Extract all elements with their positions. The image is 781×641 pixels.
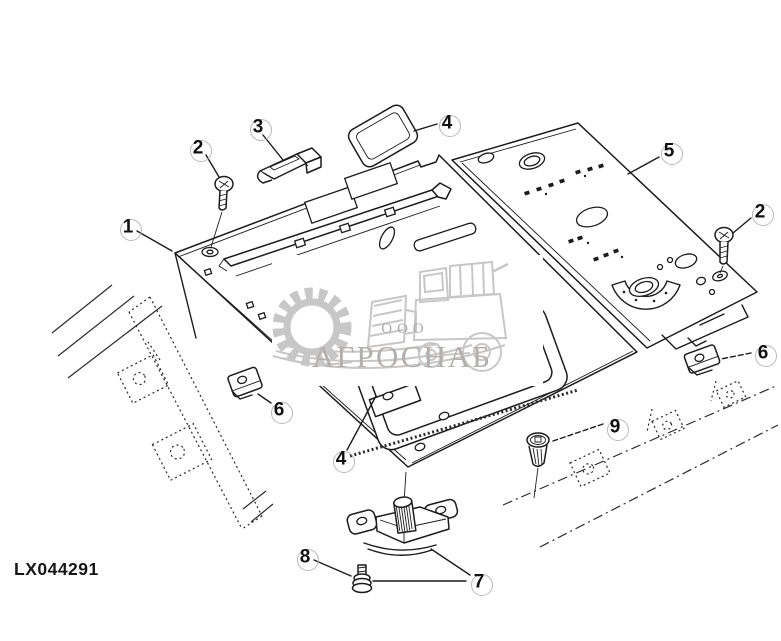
watermark-org-prefix: ООО — [381, 321, 429, 337]
callout-6-right: 6 — [755, 343, 777, 367]
arc-ticks — [622, 290, 668, 303]
clip-nut-left — [227, 366, 263, 400]
svg-text:4: 4 — [442, 113, 453, 134]
svg-text:6: 6 — [758, 343, 769, 364]
combine-harvester-icon — [366, 260, 509, 372]
svg-text:5: 5 — [664, 141, 675, 162]
watermark-org-name: АГРОСНАБ — [312, 339, 492, 374]
svg-text:6: 6 — [274, 400, 285, 421]
screw-left — [210, 175, 234, 248]
control-panel — [451, 122, 758, 350]
watermark: ООО АГРОСНАБ — [272, 255, 543, 386]
callout-2-right: 2 — [752, 202, 774, 226]
phantom-frame-right — [502, 379, 779, 548]
cover-lid-top — [347, 104, 419, 168]
callout-9: 9 — [607, 417, 629, 441]
callouts: 1 2 3 4 5 2 6 4 — [120, 113, 777, 596]
callout-1: 1 — [120, 217, 142, 241]
callout-4-top: 4 — [439, 113, 461, 137]
screw-small — [351, 564, 373, 594]
callout-4-center: 4 — [333, 449, 355, 473]
callout-8: 8 — [297, 547, 319, 571]
callout-2-left: 2 — [190, 138, 212, 162]
svg-text:8: 8 — [300, 547, 311, 568]
svg-text:7: 7 — [474, 572, 485, 593]
lamp-knob — [393, 496, 417, 534]
svg-text:2: 2 — [755, 202, 766, 223]
svg-text:9: 9 — [610, 417, 621, 438]
latch-part — [256, 147, 322, 184]
callout-7: 7 — [471, 572, 493, 596]
svg-text:2: 2 — [193, 138, 204, 159]
wheat-swoosh — [272, 343, 506, 369]
callout-5: 5 — [661, 141, 683, 165]
callout-3: 3 — [250, 117, 272, 141]
svg-text:3: 3 — [253, 117, 264, 138]
screw-right — [714, 226, 734, 274]
drawing-code: LX044291 — [14, 559, 99, 579]
knurled-knob — [526, 432, 550, 499]
callout-6-left: 6 — [271, 400, 293, 424]
printed-symbols — [524, 163, 624, 262]
phantom-frame-left — [51, 284, 274, 530]
svg-text:4: 4 — [336, 449, 347, 470]
clip-nut-right — [683, 344, 721, 376]
lamp-bracket-assembly — [346, 471, 459, 556]
gear-icon — [272, 287, 352, 367]
svg-text:1: 1 — [123, 217, 134, 238]
